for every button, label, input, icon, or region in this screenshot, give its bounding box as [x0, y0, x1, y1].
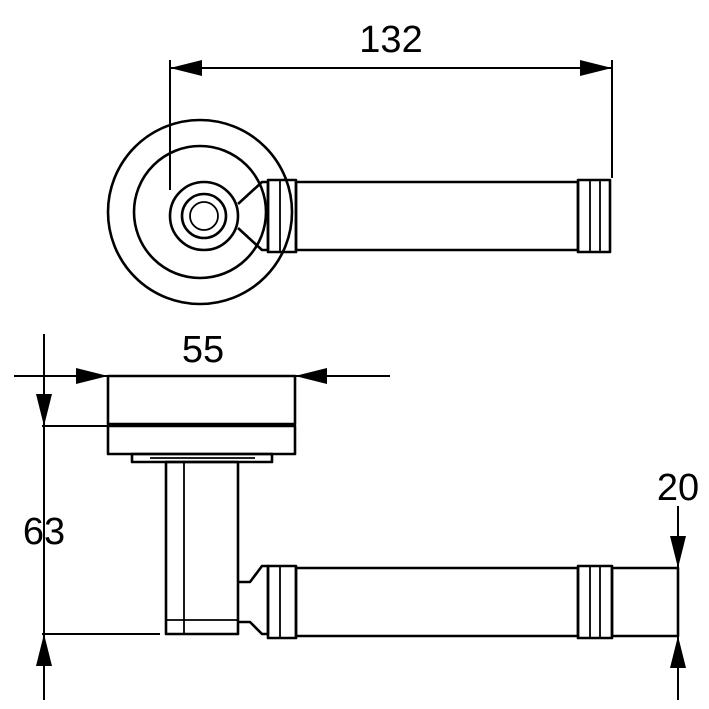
arrow-left	[170, 60, 202, 76]
rose-upper	[106, 374, 297, 426]
rose-lower	[106, 424, 297, 456]
overall-length-label: 132	[359, 19, 422, 61]
stem	[164, 460, 240, 636]
side-lever-grip	[294, 566, 580, 638]
top-view	[106, 118, 612, 306]
dimension-rose-diameter: 55	[14, 329, 390, 384]
arrow-top-63	[36, 394, 52, 426]
dimension-projection: 63	[23, 334, 160, 700]
neck-ring	[168, 180, 240, 252]
side-lever-end-cap	[576, 564, 614, 640]
side-lever-collar	[238, 564, 270, 636]
spindle-outer	[180, 192, 228, 240]
spindle-inner	[189, 201, 219, 231]
lever-grip	[294, 180, 580, 252]
projection-label: 63	[23, 511, 65, 553]
rose-outer-circle	[106, 118, 294, 306]
arrow-top-20	[670, 536, 686, 568]
arrow-right	[580, 60, 612, 76]
dimension-lever-diameter: 20	[657, 467, 699, 700]
rose-diameter-label: 55	[182, 329, 224, 371]
arrow-bottom-63	[36, 634, 52, 666]
rose-inner-circle	[132, 144, 268, 280]
arrow-right-55	[295, 368, 327, 384]
lever-diameter-label: 20	[657, 467, 699, 509]
side-view	[106, 374, 680, 640]
side-lever-tip	[610, 566, 680, 638]
arrow-bottom-20	[670, 636, 686, 668]
lever-end-cap	[576, 178, 612, 254]
side-lever-ferrule	[266, 564, 298, 640]
dimension-overall-length: 132	[169, 19, 613, 190]
arrow-left-55	[76, 368, 108, 384]
